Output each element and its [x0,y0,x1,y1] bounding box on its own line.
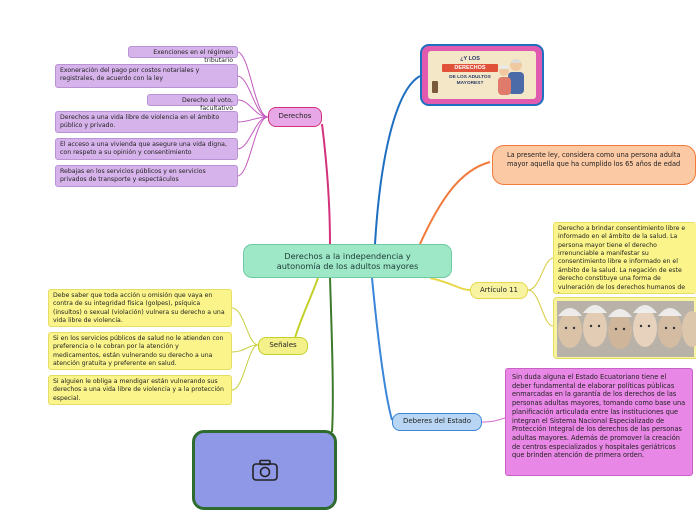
articulo-11-text[interactable]: Derecho a brindar consentimiento libre e… [553,222,696,294]
topic-senales-label: Señales [269,341,297,350]
derechos-item-2[interactable]: Exoneración del pago por costos notarial… [55,64,238,88]
image-placeholder[interactable] [192,430,337,510]
definicion-text: La presente ley, considera como una pers… [507,151,681,168]
elderly-faces-illustration [557,301,696,357]
topic-deberes-estado-label: Deberes del Estado [402,417,472,426]
derechos-item-4[interactable]: Derechos a una vida libre de violencia e… [55,111,238,133]
senales-item-2[interactable]: Si en los servicios públicos de salud no… [48,332,232,370]
central-topic[interactable]: Derechos a la independencia y autonomía … [243,244,452,278]
elderly-couple-illustration [432,59,524,95]
senales-item-1[interactable]: Debe saber que toda acción u omisión que… [48,289,232,327]
topic-definicion[interactable]: La presente ley, considera como una pers… [492,145,696,185]
banner-ribbon: DERECHOS [442,64,498,72]
topic-derechos-label: Derechos [278,112,312,121]
derechos-item-5[interactable]: El acceso a una vivienda que asegure una… [55,138,238,160]
topic-deberes-estado[interactable]: Deberes del Estado [392,413,482,431]
banner-title-top: ¿Y LOS [460,56,480,62]
banner-poster: ¿Y LOS DERECHOS DE LOS ADULTOS MAYORES? [428,51,536,99]
derechos-item-6[interactable]: Rebajas en los servicios públicos y en s… [55,165,238,187]
topic-articulo-11[interactable]: Artículo 11 [470,282,528,299]
banner-image[interactable]: ¿Y LOS DERECHOS DE LOS ADULTOS MAYORES? [420,44,544,106]
topic-senales[interactable]: Señales [258,337,308,355]
elderly-faces-photo[interactable] [553,297,696,359]
central-topic-label: Derechos a la independencia y autonomía … [276,250,419,271]
senales-item-3[interactable]: Si alguien le obliga a mendigar están vu… [48,375,232,405]
derechos-item-1[interactable]: Exenciones en el régimen tributario [128,46,238,64]
banner-title-bottom: DE LOS ADULTOS MAYORES? [449,75,491,87]
deberes-estado-text[interactable]: Sin duda alguna el Estado Ecuatoriano ti… [505,368,693,476]
topic-articulo-11-label: Artículo 11 [479,285,518,294]
derechos-item-3[interactable]: Derecho al voto, facultativo [147,94,238,112]
topic-derechos[interactable]: Derechos [268,107,322,127]
camera-icon [251,459,278,481]
